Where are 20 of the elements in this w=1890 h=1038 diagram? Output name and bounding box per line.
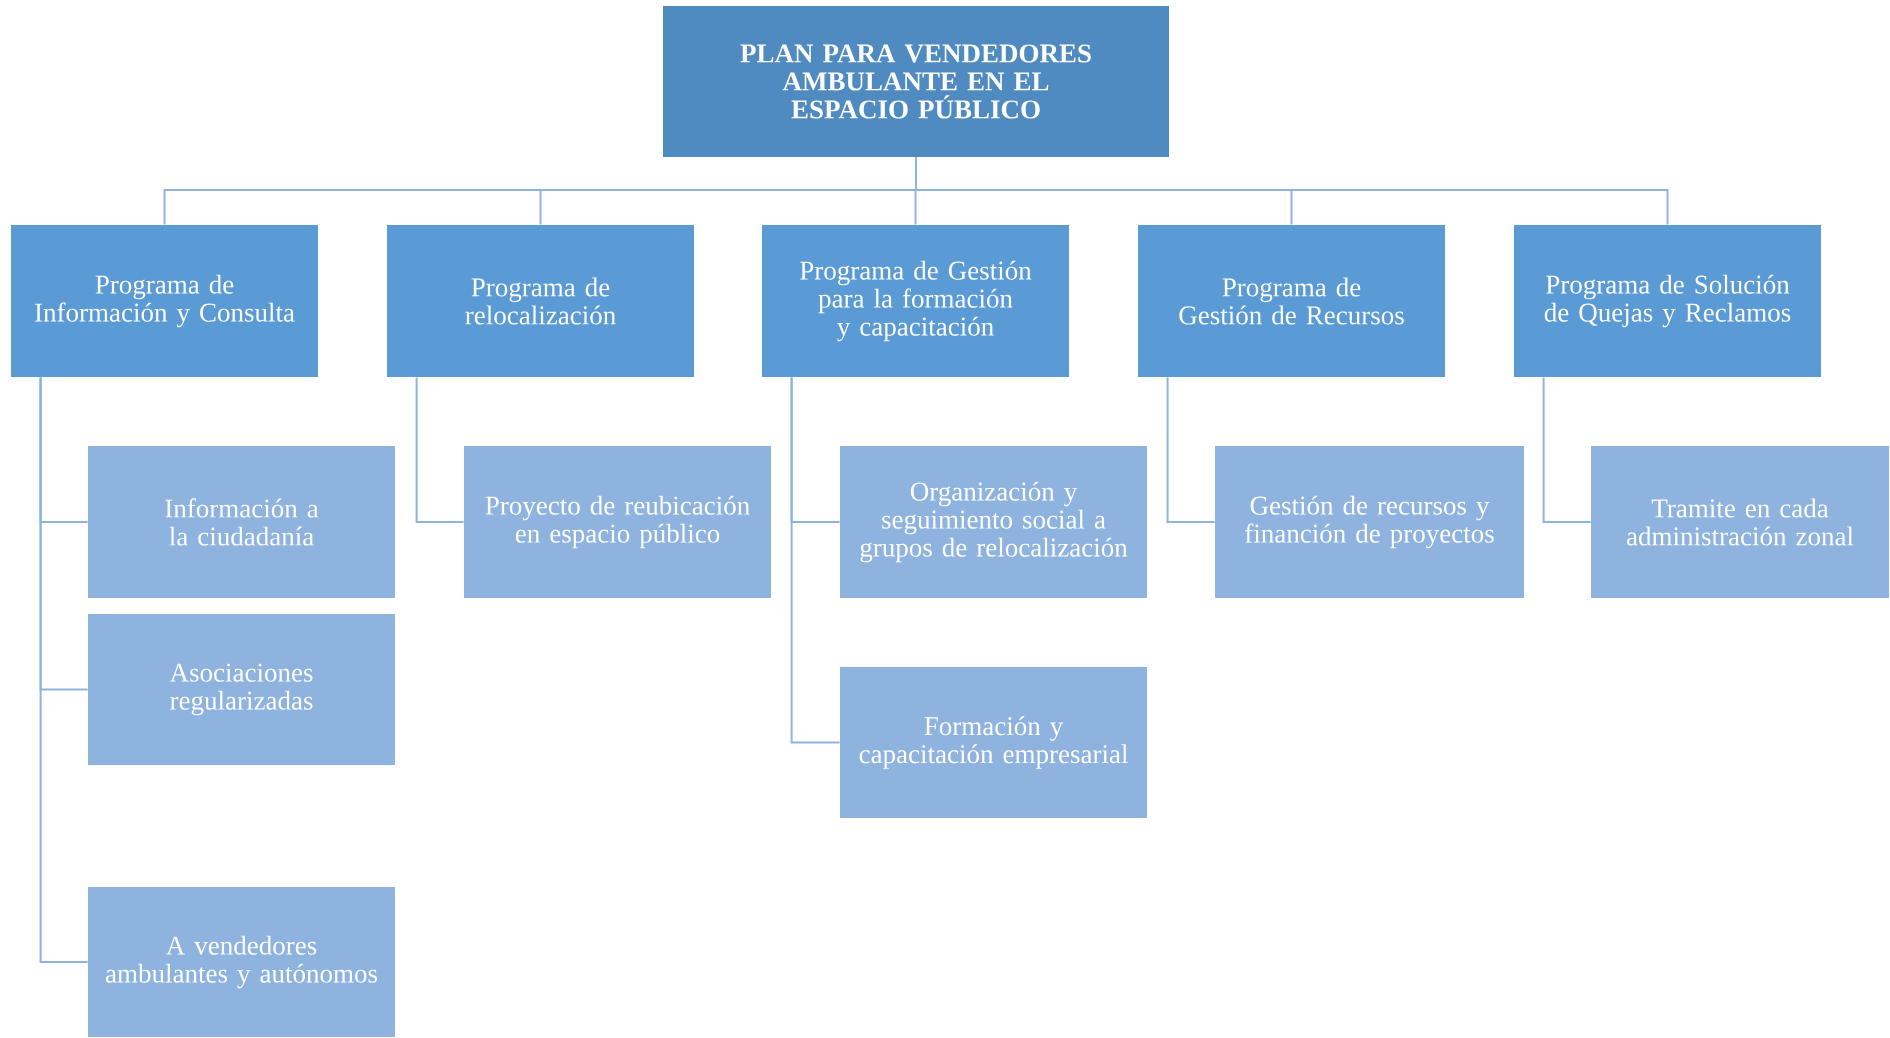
connector-line bbox=[415, 376, 465, 523]
connector-line bbox=[790, 376, 841, 744]
project-box: Asociaciones regularizadas bbox=[88, 614, 395, 765]
connector-line bbox=[915, 156, 1669, 226]
project-box: Proyecto de reubicación en espacio público bbox=[464, 446, 771, 598]
project-box: Formación y capacitación empresarial bbox=[840, 667, 1147, 818]
project-box: A vendedores ambulantes y autónomos bbox=[88, 887, 395, 1037]
project-box: Tramite en cada administración zonal bbox=[1591, 446, 1889, 598]
project-box: Información a la ciudadanía bbox=[88, 446, 395, 598]
connector-line bbox=[1542, 376, 1592, 523]
program-box: Programa de Gestión para la formación y capacitación bbox=[762, 225, 1069, 377]
project-box: Gestión de recursos y financión de proyectos bbox=[1215, 446, 1524, 598]
program-box: Programa de Gestión de Recursos bbox=[1138, 225, 1445, 377]
title-box: PLAN PARA VENDEDORES AMBULANTE EN EL ESPACIO PÚBLICO bbox=[663, 6, 1169, 157]
program-box: Programa de Información y Consulta bbox=[11, 225, 318, 377]
program-box: Programa de Solución de Quejas y Reclamos bbox=[1514, 225, 1821, 377]
connector-line bbox=[39, 376, 89, 963]
project-box: Organización y seguimiento social a grupos de relocalización bbox=[840, 446, 1147, 598]
connector-line bbox=[1166, 376, 1216, 523]
program-box: Programa de relocalización bbox=[387, 225, 694, 377]
